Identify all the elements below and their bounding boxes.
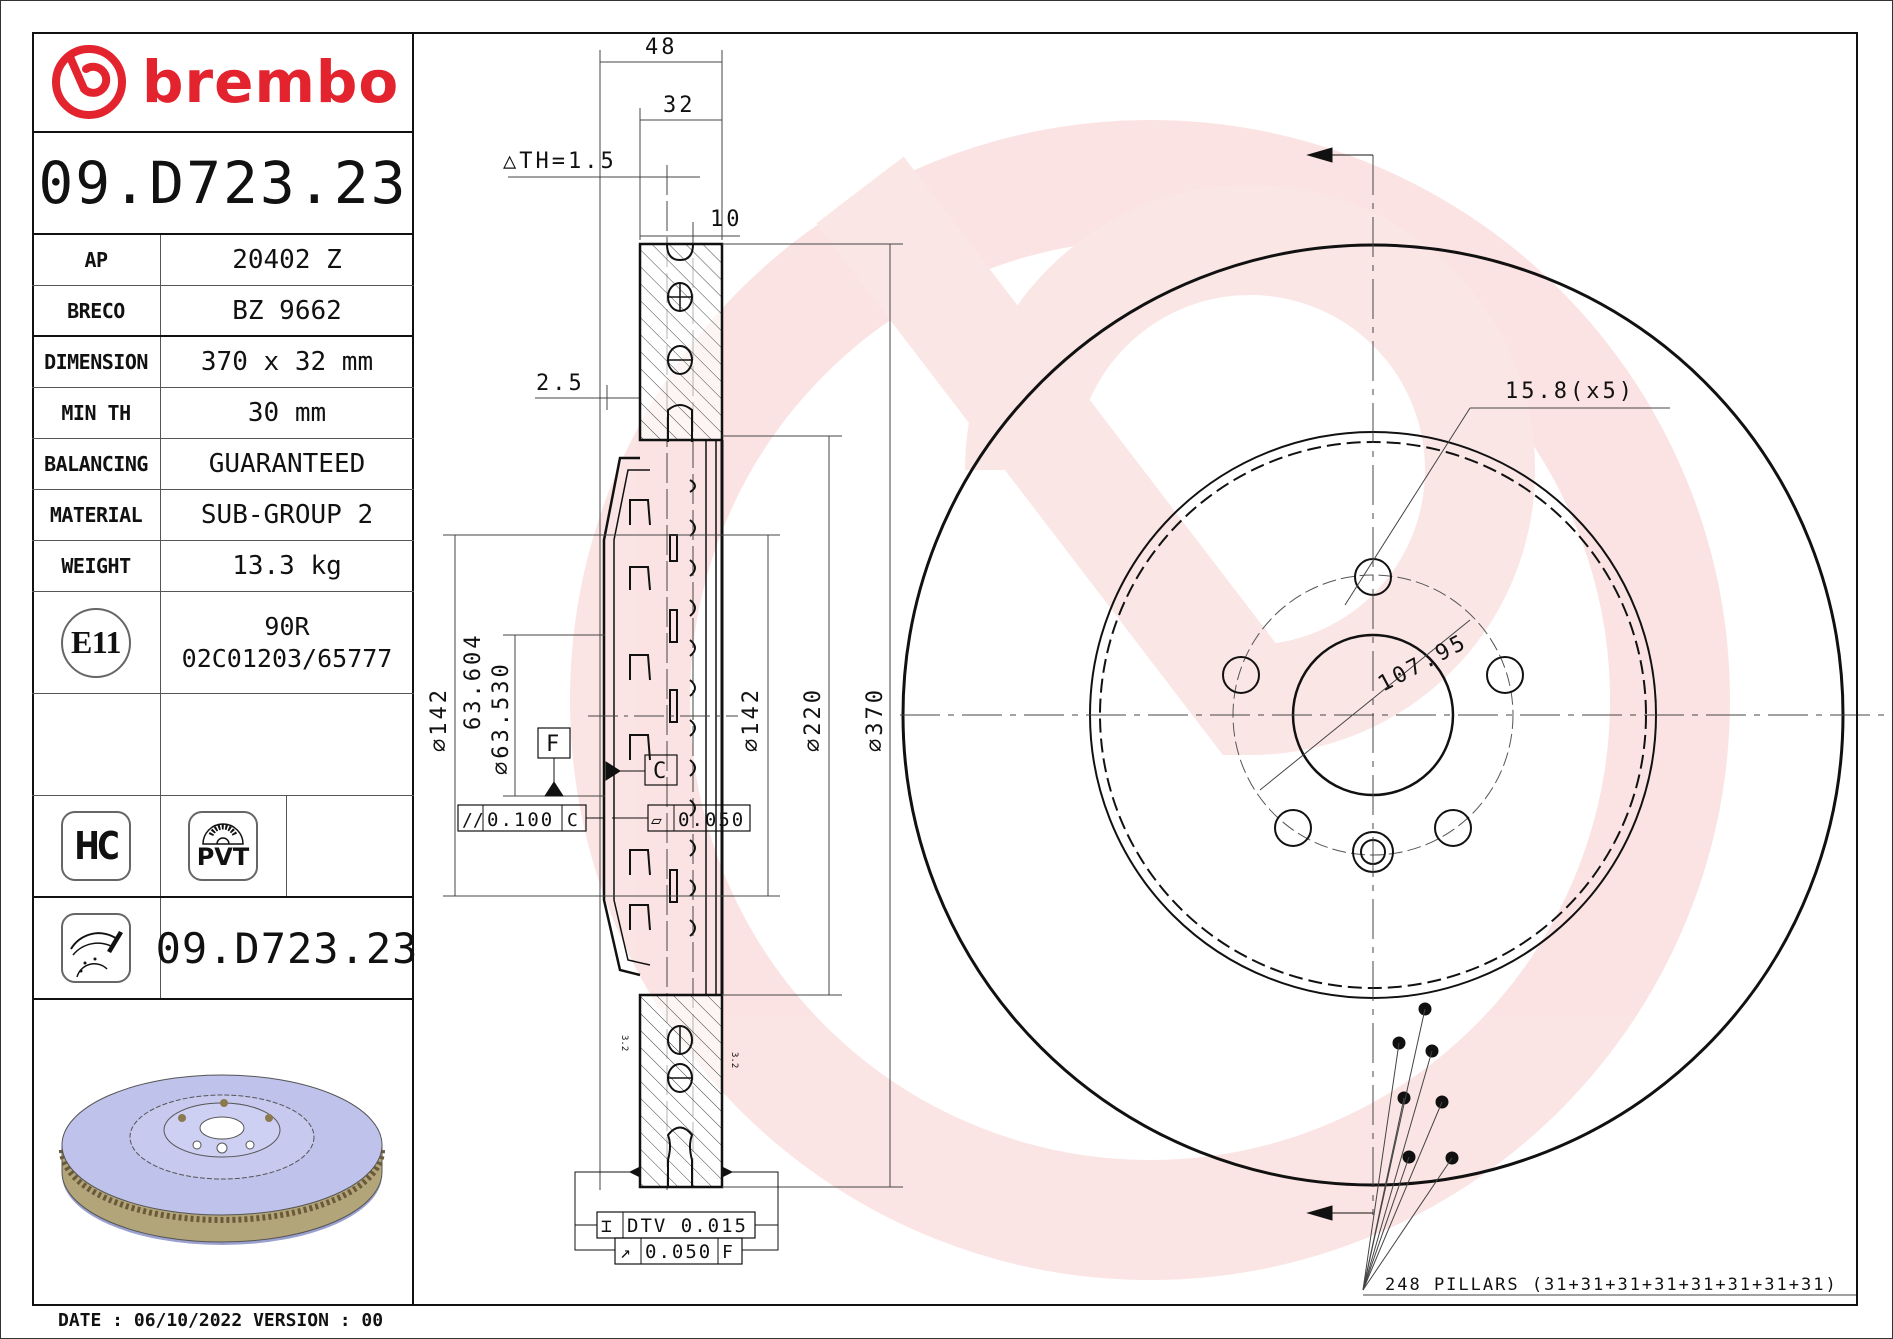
spec-row-balancing: BALANCING GUARANTEED	[32, 439, 414, 490]
dim-32-label: 32	[663, 93, 696, 118]
brand-logo: brembo	[32, 32, 414, 133]
spec-value: 370 x 32 mm	[200, 347, 374, 377]
e11-cell: E11	[32, 592, 161, 693]
disc-icon-cell	[32, 898, 161, 998]
dim-th-label: △TH=1.5	[503, 149, 617, 174]
blank-cell-right	[160, 694, 414, 795]
pvt-cell: PVT	[160, 796, 287, 896]
dim-48-label: 48	[645, 35, 678, 60]
blank-cell-left	[32, 694, 161, 795]
spec-row-ap: AP 20402 Z	[32, 235, 414, 286]
e11-mark-icon: E11	[61, 607, 131, 678]
spec-label: BALANCING	[32, 439, 161, 489]
front-view	[900, 147, 1893, 1296]
datum-c-label: C	[653, 759, 666, 784]
pvt-badge-icon: PVT	[188, 811, 258, 881]
runout-symbol-icon: ↗	[620, 1242, 631, 1263]
spec-label: MIN TH	[32, 388, 161, 438]
spec-label: BRECO	[32, 286, 161, 335]
spec-label: MATERIAL	[32, 490, 161, 540]
pvt-disc-icon	[202, 823, 244, 845]
dia-142-right-label: ⌀142	[739, 687, 764, 752]
spec-value: SUB-GROUP 2	[200, 500, 374, 530]
spec-row-material: MATERIAL SUB-GROUP 2	[32, 490, 414, 541]
blank-row	[32, 694, 414, 796]
dim-2-5-label: 2.5	[536, 371, 585, 396]
parallelism-datum: C	[567, 810, 578, 831]
approval-cell: 90R 02C01203/65777	[160, 592, 414, 693]
spec-value: GUARANTEED	[208, 449, 366, 479]
spec-value: 20402 Z	[232, 245, 342, 275]
brake-disc-render-icon	[59, 1074, 385, 1245]
runout-datum: F	[722, 1242, 733, 1263]
dtv-symbol-icon: ⌶	[601, 1216, 612, 1237]
disc-render	[32, 1000, 414, 1306]
dia-63-530-label: ⌀63.530	[489, 661, 514, 775]
dia-63-604-label: 63.604	[461, 633, 486, 730]
spec-label: AP	[32, 235, 161, 285]
bolt-hole-label: 15.8(x5)	[1505, 379, 1635, 404]
parallelism-symbol-icon: //	[462, 810, 484, 831]
spec-value: BZ 9662	[232, 295, 342, 326]
title-block: brembo 09.D723.23 AP 20402 Z BRECO BZ 96…	[32, 32, 419, 1306]
dia-220-label: ⌀220	[801, 687, 826, 752]
pvt-text: PVT	[196, 843, 250, 871]
spec-value: 13.3 kg	[232, 551, 342, 581]
hc-text: HC	[74, 824, 120, 868]
dim-10-label: 10	[710, 207, 743, 232]
roughness-left-label: 3.2	[619, 1035, 629, 1051]
brand-name: brembo	[142, 47, 400, 116]
section-view	[443, 50, 903, 1265]
runout-value: 0.050	[645, 1241, 712, 1263]
hc-badge-icon: HC	[61, 811, 131, 881]
spec-row-dimension: DIMENSION 370 x 32 mm	[32, 337, 414, 388]
flatness-symbol-icon: ▱	[651, 810, 662, 831]
dtv-value: DTV 0.015	[627, 1215, 748, 1237]
approval-line-2: 02C01203/65777	[181, 643, 393, 673]
dia-142-left-label: ⌀142	[427, 687, 452, 752]
certification-row: E11 90R 02C01203/65777	[32, 592, 414, 694]
dia-370-label: ⌀370	[863, 687, 888, 752]
spec-row-weight: WEIGHT 13.3 kg	[32, 541, 414, 592]
date-version: DATE : 06/10/2022 VERSION : 00	[58, 1310, 384, 1331]
spec-label: WEIGHT	[32, 541, 161, 591]
pillars-label: 248 PILLARS (31+31+31+31+31+31+31+31)	[1385, 1275, 1838, 1295]
roughness-right-label: 3.2	[729, 1052, 739, 1068]
watermark-logo-icon	[570, 120, 1730, 1280]
spec-row-min-th: MIN TH 30 mm	[32, 388, 414, 439]
brembo-logo-icon	[52, 44, 126, 119]
parallelism-value: 0.100	[487, 809, 554, 831]
footer-part-number: 09.D723.23	[155, 923, 419, 973]
disc-inspection-icon	[61, 913, 131, 983]
drawing-frame	[32, 32, 1858, 1306]
part-number: 09.D723.23	[32, 133, 414, 235]
flatness-value: 0.050	[678, 809, 745, 831]
hc-cell: HC	[32, 796, 161, 896]
footer-part-row: 09.D723.23	[32, 898, 419, 1000]
badges-row: HC PVT	[32, 796, 414, 898]
spec-label: DIMENSION	[32, 337, 161, 387]
spec-row-breco: BRECO BZ 9662	[32, 286, 414, 337]
datum-f-label: F	[546, 732, 559, 757]
spec-value: 30 mm	[247, 398, 327, 428]
approval-line-1: 90R	[264, 611, 310, 641]
